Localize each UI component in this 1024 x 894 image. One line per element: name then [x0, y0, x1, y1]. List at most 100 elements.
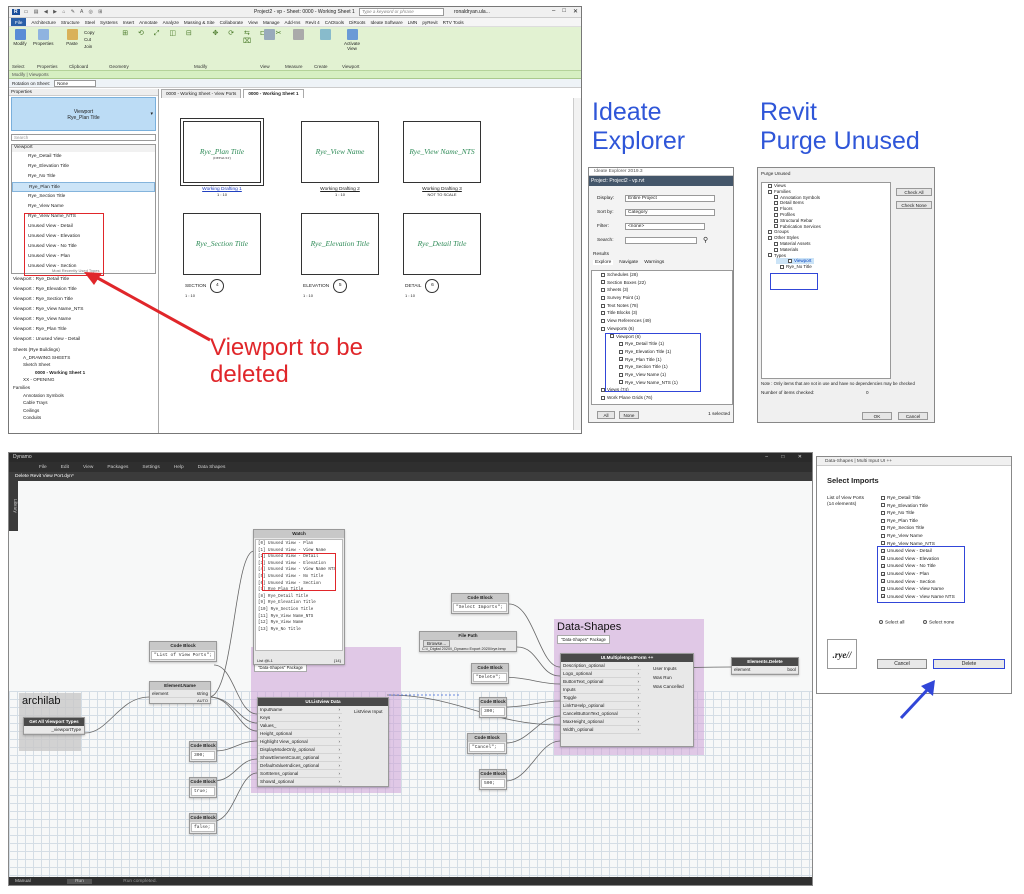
code-block-cancel[interactable]: Code Block"Cancel";: [467, 733, 507, 754]
ribbon-tab-8[interactable]: Massing & Site: [183, 19, 215, 25]
ideate-tree-item[interactable]: Rye_Detail Title (1): [592, 340, 732, 348]
browser-item[interactable]: XX - OPENING: [23, 377, 55, 383]
tree-checkbox-icon[interactable]: [619, 349, 623, 354]
type-search-input[interactable]: Search: [11, 134, 156, 141]
binoculars-icon[interactable]: ⚲: [703, 237, 709, 244]
ribbon-tab-4[interactable]: Systems: [100, 19, 118, 25]
checkbox-icon[interactable]: [881, 510, 885, 515]
browser-item[interactable]: Cable Trays: [23, 400, 48, 406]
ribbon-tab-0[interactable]: File: [11, 18, 27, 26]
mui-item[interactable]: ✓Unused View - No Title: [881, 563, 955, 571]
mui-cancel-button[interactable]: Cancel: [877, 659, 927, 669]
type-item[interactable]: Rye_Plan Title: [12, 182, 155, 192]
recent-type-item[interactable]: Viewport : Rye_View Name_NTS: [13, 307, 84, 312]
user-name[interactable]: ronaldryan.ula...: [454, 9, 490, 15]
ribbon-tab-10[interactable]: View: [248, 19, 258, 25]
purge-tree-item[interactable]: Groups: [762, 229, 890, 235]
sort-select[interactable]: Category: [625, 209, 715, 216]
purge-cancel-button[interactable]: Cancel: [898, 412, 928, 420]
tree-checkbox-icon[interactable]: [601, 395, 605, 400]
multi-port[interactable]: ButtonText_optional›: [561, 678, 641, 686]
type-item[interactable]: Unused View - Section: [28, 264, 77, 269]
purge-tree-item[interactable]: Profiles: [762, 212, 890, 218]
type-item[interactable]: Rye_No Title: [28, 174, 56, 179]
tree-checkbox-icon[interactable]: [768, 183, 772, 188]
browser-item[interactable]: Ceilings: [23, 407, 40, 413]
code-300b[interactable]: 300;: [481, 707, 505, 716]
tree-checkbox-icon[interactable]: ✓: [619, 357, 624, 363]
listview-port[interactable]: ShowId_optional›: [258, 778, 342, 786]
tree-checkbox-icon[interactable]: [774, 241, 778, 246]
ideate-tree-item[interactable]: Views (74): [592, 386, 732, 394]
ideate-search-input[interactable]: [625, 237, 697, 244]
recent-type-item[interactable]: Viewport : Rye_Plan Title: [13, 327, 67, 332]
tree-checkbox-icon[interactable]: [774, 212, 778, 217]
recent-type-item[interactable]: Viewport : Rye_View Name: [13, 317, 72, 322]
display-select[interactable]: Entire Project: [625, 195, 715, 202]
recent-type-item[interactable]: Viewport : Rye_Section Title: [13, 297, 73, 302]
purge-tree-item[interactable]: Families: [762, 189, 890, 195]
mui-item[interactable]: ✓Unused View - Plan: [881, 571, 955, 579]
mui-item[interactable]: Rye_No Title: [881, 510, 955, 518]
mui-item[interactable]: ✓Unused View - Elevation: [881, 556, 955, 564]
dynamo-menu-6[interactable]: Data Shapes: [197, 464, 226, 470]
check-all-button[interactable]: Check All: [896, 188, 932, 196]
ribbon-tab-1[interactable]: Architecture: [31, 19, 56, 25]
tree-checkbox-icon[interactable]: [774, 218, 778, 223]
purge-tree-item[interactable]: Material Assets: [762, 241, 890, 247]
watch-node[interactable]: Watch [0] Unused View - Plan[1] Unused V…: [253, 529, 345, 665]
ribbon-tab-15[interactable]: DiRoots: [349, 19, 366, 25]
ideate-tree-item[interactable]: Text Notes (78): [592, 302, 732, 310]
checkbox-icon[interactable]: [881, 503, 885, 508]
checkbox-icon[interactable]: [881, 518, 885, 523]
cut-button[interactable]: Cut: [84, 37, 92, 42]
tree-checkbox-icon[interactable]: [601, 303, 605, 308]
multi-port[interactable]: LinkToHelp_optional›: [561, 702, 641, 710]
viewport-caption-name[interactable]: Working Drafting 2: [320, 187, 360, 192]
type-item[interactable]: Rye_Detail Title: [28, 154, 62, 159]
get-all-viewport-types-node[interactable]: Get All Viewport Types_viewportType: [23, 717, 85, 735]
tree-checkbox-icon[interactable]: [768, 253, 772, 258]
listview-port[interactable]: SortItems_optional›: [258, 770, 342, 778]
code-300[interactable]: 300;: [191, 751, 215, 760]
dynamo-menu-2[interactable]: View: [83, 464, 94, 470]
checkbox-icon[interactable]: ✓: [881, 594, 886, 600]
viewport-caption-name[interactable]: Working Drafting 3: [422, 187, 462, 192]
multiple-input-form-node[interactable]: UI.MultipleInputForm ++ Description_opti…: [560, 653, 694, 747]
filter-select[interactable]: <none>: [625, 223, 705, 230]
listview-data-node[interactable]: UI.Listview Data InputName›Keys›Values_›…: [257, 697, 389, 787]
purge-tree-item[interactable]: Fabrication Services: [762, 224, 890, 230]
tree-checkbox-icon[interactable]: [610, 334, 614, 339]
browser-item[interactable]: Sketch Sheet: [23, 362, 51, 368]
recent-type-item[interactable]: Viewport : Unused View - Detail: [13, 337, 81, 342]
ribbon-tab-2[interactable]: Structure: [60, 19, 80, 25]
library-toggle[interactable]: Library: [9, 481, 18, 531]
join-button[interactable]: Join: [84, 44, 93, 49]
properties-button[interactable]: Properties: [33, 29, 54, 46]
quick-access-icons[interactable]: ▭ ▤ ◀ ▶ ⌂ ✎ A ◎ ⊞: [23, 9, 105, 15]
viewport-type-port[interactable]: _viewportType: [24, 726, 84, 734]
purge-tree-item[interactable]: Materials: [762, 247, 890, 253]
ribbon-tab-13[interactable]: Revit 4: [305, 19, 320, 25]
ideate-tree-item[interactable]: Rye_Elevation Title (1): [592, 348, 732, 356]
purge-tree-item[interactable]: Views: [762, 183, 890, 189]
ribbon-tab-12[interactable]: Add-Ins: [284, 19, 301, 25]
tree-checkbox-icon[interactable]: [768, 235, 772, 240]
code-block-list-title[interactable]: Code Block"List of View Ports";: [149, 641, 217, 662]
create-tools[interactable]: [314, 29, 336, 41]
tree-checkbox-icon[interactable]: [619, 380, 623, 385]
multi-port[interactable]: Inputs›: [561, 686, 641, 694]
ideate-tree-item[interactable]: Title Blocks (3): [592, 309, 732, 317]
modify-button[interactable]: Modify: [12, 29, 28, 46]
browser-item[interactable]: Conduits: [23, 415, 42, 421]
listview-port[interactable]: ShowElementCount_optional›: [258, 754, 342, 762]
ribbon-tab-14[interactable]: CADtools: [324, 19, 345, 25]
checkbox-icon[interactable]: ✓: [881, 571, 886, 577]
element-name-out[interactable]: string: [196, 691, 208, 696]
view-tab-1[interactable]: 0000 - Working Sheet 1: [243, 89, 304, 98]
